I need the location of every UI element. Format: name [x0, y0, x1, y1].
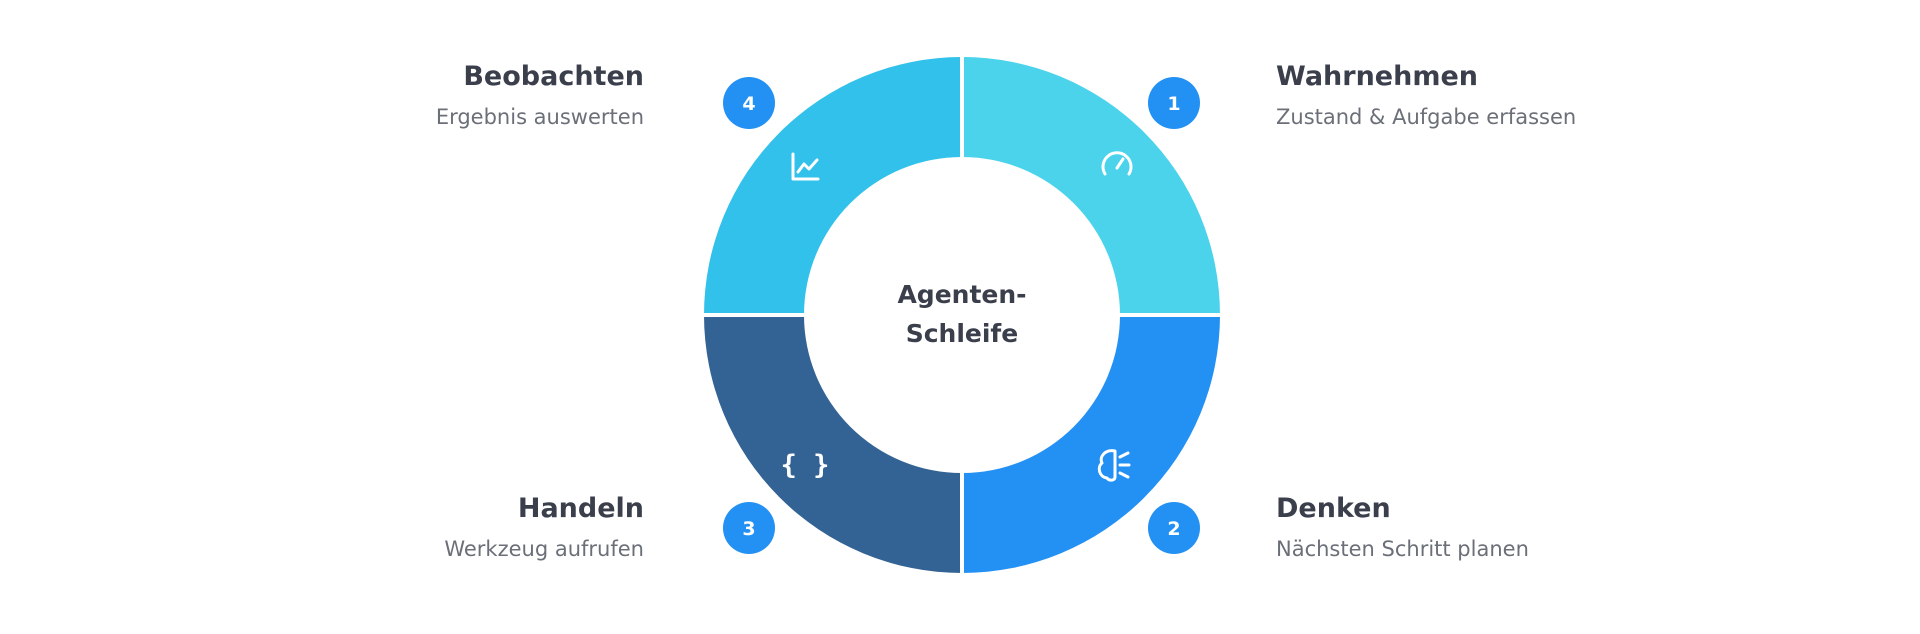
ring — [697, 50, 1227, 580]
step-title: Wahrnehmen — [1276, 61, 1478, 92]
step-label-observe: Beobachten Ergebnis auswerten — [436, 61, 644, 129]
line-chart-icon — [791, 152, 820, 181]
step-label-act: Handeln Werkzeug aufrufen — [444, 493, 644, 561]
svg-text:{ }: { } — [781, 450, 830, 481]
step-label-think: Denken Nächsten Schritt planen — [1276, 493, 1529, 561]
badge-step-4: 4 — [723, 77, 775, 129]
step-subtitle: Zustand & Aufgabe erfassen — [1276, 105, 1576, 129]
code-braces-icon: { } — [781, 450, 830, 481]
badge-step-1: 1 — [1148, 77, 1200, 129]
badge-number: 2 — [1167, 518, 1180, 540]
gauge-icon — [1101, 151, 1133, 176]
segment-perceive — [962, 57, 1220, 315]
step-label-perceive: Wahrnehmen Zustand & Aufgabe erfassen — [1276, 61, 1576, 129]
step-subtitle: Nächsten Schritt planen — [1276, 537, 1529, 561]
badge-step-3: 3 — [723, 502, 775, 554]
badge-step-2: 2 — [1148, 502, 1200, 554]
step-subtitle: Werkzeug aufrufen — [444, 537, 644, 561]
center-title-line2: Schleife — [906, 319, 1019, 348]
badge-number: 3 — [742, 518, 755, 540]
segment-observe — [704, 57, 962, 315]
step-subtitle: Ergebnis auswerten — [436, 105, 644, 129]
segment-act — [704, 315, 962, 573]
center-title-line1: Agenten- — [897, 280, 1026, 309]
badge-number: 4 — [742, 93, 755, 115]
segment-think — [962, 315, 1220, 573]
step-title: Denken — [1276, 493, 1391, 524]
brain-icon — [1097, 449, 1131, 482]
step-title: Handeln — [518, 493, 644, 524]
step-title: Beobachten — [463, 61, 644, 92]
badge-number: 1 — [1167, 93, 1180, 115]
